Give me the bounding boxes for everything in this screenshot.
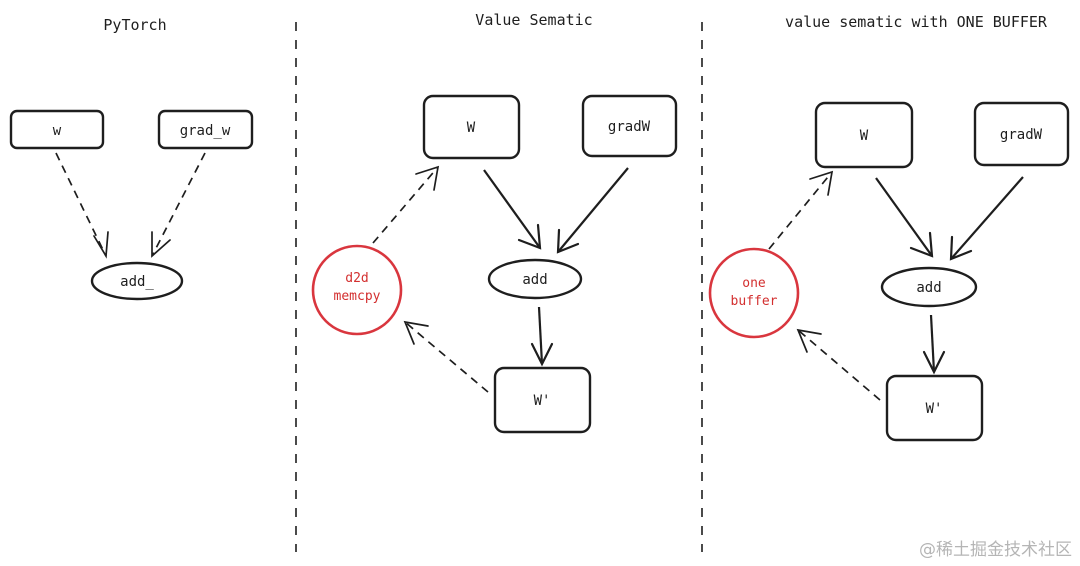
panel-title-value-sematic: Value Sematic xyxy=(475,11,592,29)
panel-title-pytorch: PyTorch xyxy=(103,16,166,34)
arrow-w-to-add-pytorch xyxy=(55,152,109,259)
arrow-grad-w-to-add-value-sematic xyxy=(556,167,629,254)
node-w-one-buffer[interactable]: W xyxy=(814,101,914,169)
node-label: W' xyxy=(926,401,943,417)
node-d2d-memcpy[interactable]: d2d memcpy xyxy=(311,244,403,336)
node-w-prime-one-buffer[interactable]: W' xyxy=(885,374,984,442)
node-w-pytorch[interactable]: w xyxy=(9,109,105,150)
arrow-add-to-w-prime-value-sematic xyxy=(530,306,554,367)
node-add-one-buffer[interactable]: add xyxy=(880,266,978,308)
node-one-buffer[interactable]: one buffer xyxy=(708,247,800,339)
arrow-add-to-w-prime-one-buffer xyxy=(922,314,946,375)
memcpy-label-line1: d2d xyxy=(345,271,368,286)
node-label: add_ xyxy=(120,274,154,290)
arrow-grad-w-to-add-pytorch xyxy=(151,152,206,258)
node-label: add xyxy=(522,272,547,288)
arrow-memcpy-to-w xyxy=(372,165,440,244)
panel-title-one-buffer: value sematic with ONE BUFFER xyxy=(785,13,1048,31)
node-label: W xyxy=(467,120,476,136)
node-add-pytorch[interactable]: add_ xyxy=(90,261,184,301)
node-label: W xyxy=(860,128,869,144)
memcpy-label-line2: memcpy xyxy=(334,289,381,304)
node-grad-w-pytorch[interactable]: grad_w xyxy=(157,109,254,150)
node-label: gradW xyxy=(608,119,651,135)
node-label: gradW xyxy=(1000,127,1043,143)
node-add-value-sematic[interactable]: add xyxy=(487,258,583,300)
node-label: grad_w xyxy=(180,123,231,139)
arrow-w-prime-to-buffer xyxy=(796,328,881,401)
buffer-label-line2: buffer xyxy=(731,294,778,309)
watermark: @稀土掘金技术社区 xyxy=(919,540,1072,560)
buffer-label-line1: one xyxy=(742,276,766,291)
arrow-w-to-add-one-buffer xyxy=(875,177,934,258)
node-grad-w-one-buffer[interactable]: gradW xyxy=(973,101,1070,167)
node-w-value-sematic[interactable]: W xyxy=(422,94,521,160)
node-label: w xyxy=(53,123,62,139)
arrow-grad-w-to-add-one-buffer xyxy=(949,176,1024,261)
node-label: add xyxy=(916,280,941,296)
node-grad-w-value-sematic[interactable]: gradW xyxy=(581,94,678,158)
arrow-w-prime-to-memcpy xyxy=(403,320,489,393)
arrow-w-to-add-value-sematic xyxy=(483,169,542,250)
node-label: W' xyxy=(534,393,551,409)
node-w-prime-value-sematic[interactable]: W' xyxy=(493,366,592,434)
arrow-buffer-to-w xyxy=(768,170,834,250)
